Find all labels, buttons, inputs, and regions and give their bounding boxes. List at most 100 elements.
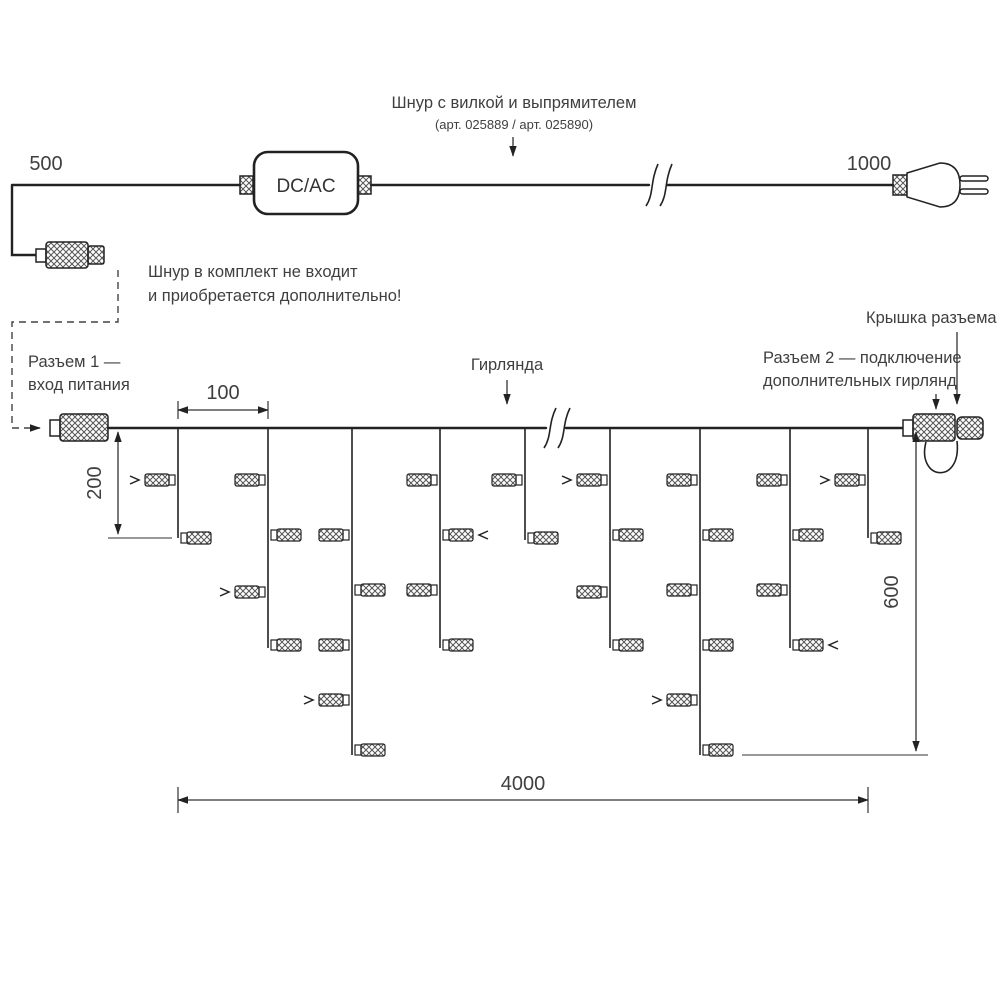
- bulb-cap-icon: [702, 529, 710, 541]
- bulb-cap-icon: [342, 639, 350, 651]
- led-bulb-icon: [708, 743, 734, 757]
- bulb-cap-icon: [354, 744, 362, 756]
- bulb-cap-icon: [792, 529, 800, 541]
- mains-plug-icon: [892, 162, 989, 208]
- led-bulb-icon: [318, 638, 344, 652]
- connector1-label-line1: Разъем 1 —: [28, 353, 121, 371]
- led-bulb-icon: [234, 585, 260, 599]
- led-bulb-icon: [666, 583, 692, 597]
- cap-label: Крышка разъема: [866, 309, 997, 327]
- bulb-cap-icon: [690, 694, 698, 706]
- led-bulb-icon: [618, 638, 644, 652]
- dc-ac-converter: [252, 150, 360, 216]
- dim-4000-label: 4000: [501, 773, 546, 795]
- pointer-arrow-icon: [303, 695, 315, 705]
- bulb-cap-icon: [270, 529, 278, 541]
- led-bulb-icon: [834, 473, 860, 487]
- cord-connector-icon: [35, 241, 105, 269]
- pointer-arrow-icon: [819, 475, 831, 485]
- led-bulb-icon: [234, 473, 260, 487]
- bulb-cap-icon: [515, 474, 523, 486]
- led-bulb-icon: [708, 528, 734, 542]
- led-bulb-icon: [360, 583, 386, 597]
- converter-label: DC/AC: [276, 176, 335, 197]
- bulb-cap-icon: [780, 584, 788, 596]
- dimension-total-length: 4000: [177, 773, 869, 813]
- led-bulb-icon: [576, 585, 602, 599]
- led-bulb-icon: [798, 528, 824, 542]
- pointer-arrow-icon: [827, 640, 839, 650]
- connector2-label-line2: дополнительных гирлянд: [763, 372, 957, 390]
- led-bulb-icon: [533, 531, 559, 545]
- connector-cap-icon: [956, 416, 984, 440]
- converter-inlet-icon: [239, 175, 254, 195]
- bulb-cap-icon: [270, 639, 278, 651]
- bulb-cap-icon: [354, 584, 362, 596]
- bulb-cap-icon: [430, 474, 438, 486]
- bulb-cap-icon: [527, 532, 535, 544]
- garland-label: Гирлянда: [471, 356, 544, 374]
- led-bulb-icon: [406, 583, 432, 597]
- connector2-label-line1: Разъем 2 — подключение: [763, 349, 962, 367]
- led-bulb-icon: [666, 693, 692, 707]
- led-bulb-icon: [318, 528, 344, 542]
- bulb-cap-icon: [168, 474, 176, 486]
- led-bulb-icon: [276, 528, 302, 542]
- bulb-cap-icon: [858, 474, 866, 486]
- power-cord-group: DC/AC 500 1000 Шнур с вилкой и выпрямите…: [10, 94, 989, 432]
- led-bulb-icon: [448, 638, 474, 652]
- led-bulb-icon: [756, 473, 782, 487]
- bulb-cap-icon: [690, 474, 698, 486]
- led-bulb-icon: [144, 473, 170, 487]
- dim-600-label: 600: [881, 575, 903, 608]
- pointer-arrow-icon: [219, 587, 231, 597]
- pointer-arrow-icon: [561, 475, 573, 485]
- bulb-cap-icon: [430, 584, 438, 596]
- converter-outlet-icon: [357, 175, 372, 195]
- led-bulb-icon: [491, 473, 517, 487]
- bulb-cap-icon: [442, 639, 450, 651]
- dashed-connection-path: [11, 270, 119, 432]
- dim-500-label: 500: [29, 153, 62, 175]
- led-bulb-icon: [876, 531, 902, 545]
- led-bulb-icon: [360, 743, 386, 757]
- cord-note-line2: и приобретается дополнительно!: [148, 287, 402, 305]
- cord-note-line1: Шнур в комплект не входит: [148, 263, 358, 281]
- bulb-cap-icon: [258, 586, 266, 598]
- bulb-cap-icon: [702, 639, 710, 651]
- dim-1000-label: 1000: [847, 153, 892, 175]
- pointer-arrow-icon: [651, 695, 663, 705]
- bulb-cap-icon: [180, 532, 188, 544]
- bulb-cap-icon: [690, 584, 698, 596]
- bulb-cap-icon: [780, 474, 788, 486]
- led-bulb-icon: [406, 473, 432, 487]
- drops-layer: [129, 428, 902, 757]
- cord-break-icon: [645, 163, 673, 207]
- led-bulb-icon: [618, 528, 644, 542]
- bulb-cap-icon: [702, 744, 710, 756]
- led-bulb-icon: [798, 638, 824, 652]
- led-bulb-icon: [318, 693, 344, 707]
- bulb-cap-icon: [600, 586, 608, 598]
- connector1-label-line2: вход питания: [28, 376, 130, 394]
- bulb-cap-icon: [600, 474, 608, 486]
- garland-break-icon: [543, 407, 571, 449]
- bulb-cap-icon: [870, 532, 878, 544]
- cord-wire: [10, 183, 895, 257]
- dimension-drop-spacing: 100: [177, 382, 269, 419]
- garland-group: Разъем 1 — вход питания Гирлянда Разъем …: [28, 309, 997, 813]
- led-bulb-icon: [666, 473, 692, 487]
- cap-tether-loop: [923, 440, 959, 474]
- led-bulb-icon: [276, 638, 302, 652]
- bulb-cap-icon: [342, 694, 350, 706]
- output-connector-icon: [902, 413, 984, 474]
- dim-200-label: 200: [84, 466, 106, 499]
- led-bulb-icon: [756, 583, 782, 597]
- led-bulb-icon: [576, 473, 602, 487]
- bulb-cap-icon: [612, 639, 620, 651]
- dim-100-label: 100: [206, 382, 239, 404]
- dimension-short-drop: 200: [84, 431, 172, 539]
- bulb-cap-icon: [342, 529, 350, 541]
- led-bulb-icon: [448, 528, 474, 542]
